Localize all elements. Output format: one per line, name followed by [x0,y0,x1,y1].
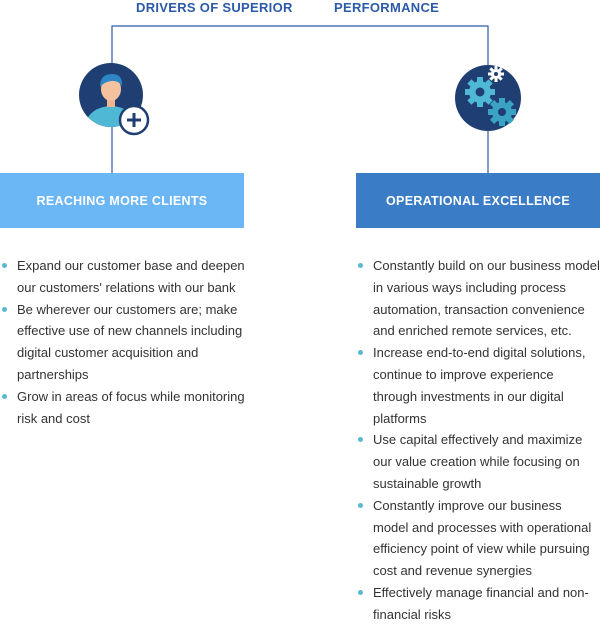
bullet-text: Constantly build on our business model i… [373,258,600,339]
person-plus-icon [79,63,150,136]
bullet-dot [358,263,363,268]
bullet-dot [358,437,363,443]
list-item: Constantly build on our business model i… [356,255,600,342]
header-reaching-more-clients: REACHING MORE CLIENTS [0,173,244,228]
left-bullet-list: Expand our customer base and deepen our … [0,255,250,429]
right-bullet-list: Constantly build on our business model i… [356,255,600,626]
title-right: PERFORMANCE [334,0,440,15]
bullet-dot [358,589,363,595]
bullet-text: Expand our customer base and deepen our … [17,258,245,295]
bullet-text: Increase end-to-end digital solutions, c… [373,345,586,426]
bullet-dot [358,502,363,508]
bullet-text: Effectively manage financial and non-fin… [373,584,589,622]
bullet-dot [2,306,7,312]
bullet-dot [2,263,7,268]
list-item: Increase end-to-end digital solutions, c… [356,342,600,429]
bullet-text: Use capital effectively and maximize our… [373,432,583,491]
bullet-dot [2,393,7,399]
list-item: Expand our customer base and deepen our … [0,255,250,299]
list-item: Constantly improve our business model an… [356,495,600,582]
header-left-label: REACHING MORE CLIENTS [36,193,208,208]
header-right-label: OPERATIONAL EXCELLENCE [386,193,570,208]
bullet-text: Be wherever our customers are; make effe… [17,301,243,382]
bullet-dot [358,350,363,356]
list-item: Be wherever our customers are; make effe… [0,299,250,386]
list-item: Effectively manage financial and non-fin… [356,582,600,626]
title-left: DRIVERS OF SUPERIOR [136,0,293,15]
header-operational-excellence: OPERATIONAL EXCELLENCE [356,173,600,228]
bullet-text: Grow in areas of focus while monitoring … [17,388,245,426]
bullet-text: Constantly improve our business model an… [373,497,592,579]
list-item: Use capital effectively and maximize our… [356,429,600,494]
gears-icon [455,65,521,131]
list-item: Grow in areas of focus while monitoring … [0,386,250,430]
